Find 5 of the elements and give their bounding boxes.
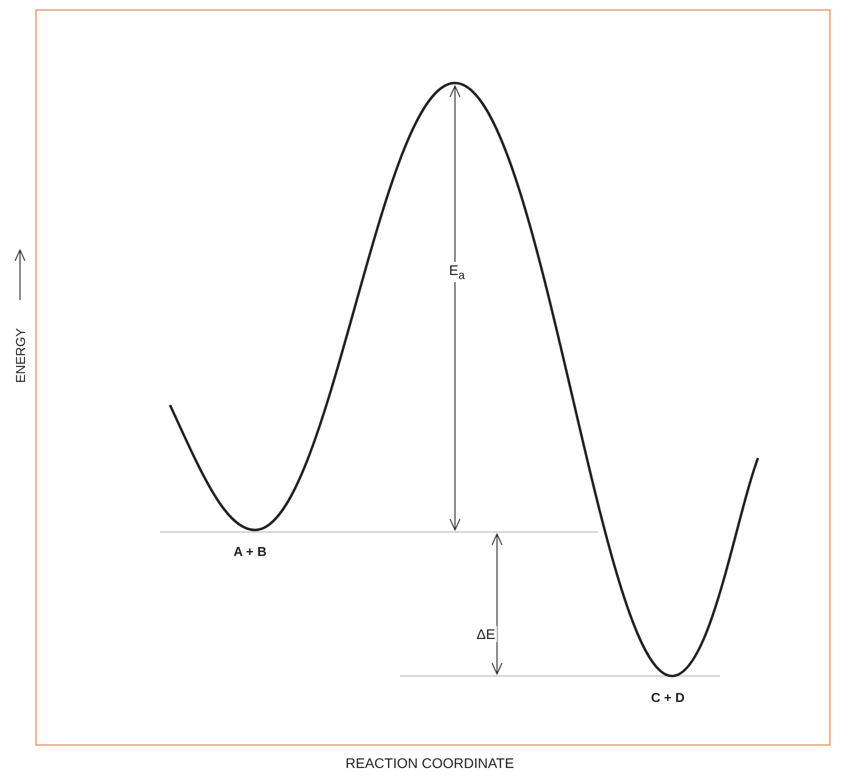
state-label: C + D [649,690,687,705]
dimension-label: E$_{a}$ [447,262,467,282]
dimension-label: ΔE [474,626,498,642]
axis-label: REACTION COORDINATE [344,755,516,771]
state-label: A + B [232,544,269,559]
